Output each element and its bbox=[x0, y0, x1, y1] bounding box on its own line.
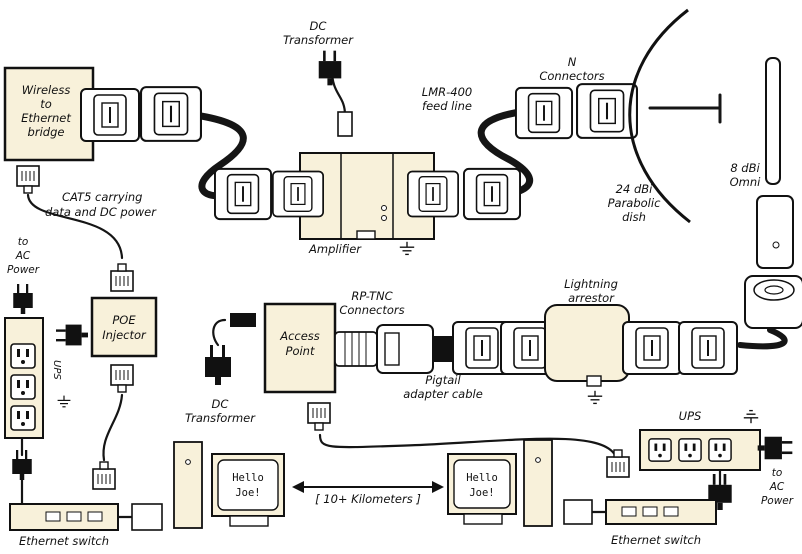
monitor-left-line-2: Joe! bbox=[235, 487, 260, 499]
dc-barrel-icon bbox=[337, 111, 353, 137]
rj45-icon bbox=[307, 401, 331, 432]
poe-injector: POE Injector bbox=[90, 296, 158, 358]
cat5-top bbox=[26, 193, 124, 260]
pigtail-cable-icon bbox=[376, 324, 454, 374]
rj45-icon bbox=[110, 364, 134, 393]
monitor-left-line-1: Hello bbox=[232, 472, 264, 484]
ac-right-label-2: AC bbox=[769, 481, 785, 493]
bridge-label-3: Ethernet bbox=[21, 111, 71, 125]
n-connector-icon bbox=[80, 88, 140, 142]
n-connector-icon bbox=[462, 167, 522, 221]
computer-right: Hello Joe! bbox=[447, 439, 593, 527]
bridge-label-4: bridge bbox=[28, 125, 65, 139]
outlet-icon bbox=[10, 405, 36, 431]
bridge-label-2: to bbox=[40, 97, 52, 111]
lmr-label-2: feed line bbox=[422, 99, 472, 113]
ac-plug-icon bbox=[757, 436, 793, 460]
ethernet-switch-right bbox=[605, 499, 717, 525]
outlet-icon bbox=[678, 438, 702, 462]
ground-icon bbox=[398, 240, 416, 256]
ac-left-label-1: to bbox=[18, 236, 29, 248]
ups-right-label: UPS bbox=[679, 409, 702, 423]
omni-label-1: 8 dBi bbox=[730, 161, 760, 175]
eth-switch-left-label: Ethernet switch bbox=[19, 534, 109, 548]
outlet-icon bbox=[10, 374, 36, 400]
dish-label-2: Parabolic bbox=[608, 196, 661, 210]
distance-arrow bbox=[292, 481, 444, 493]
dc-plug-icon bbox=[318, 50, 342, 86]
dc-cable-bottom bbox=[212, 318, 227, 347]
ground-icon bbox=[586, 389, 604, 405]
pigtail-label-1: Pigtail bbox=[425, 373, 461, 387]
rj45-icon bbox=[16, 165, 40, 194]
ethernet-switch-left bbox=[9, 503, 119, 531]
parabolic-dish-icon bbox=[628, 8, 691, 224]
poe-plug-icon bbox=[56, 324, 88, 346]
poe-label-1: POE bbox=[112, 313, 136, 327]
dc-bottom-label-2: Transformer bbox=[185, 411, 256, 425]
lightning-arrestor-icon bbox=[544, 304, 630, 387]
rp-tnc-connector-icon bbox=[334, 331, 378, 367]
lightning-label-2: arrestor bbox=[568, 291, 615, 305]
n-connector-icon bbox=[213, 167, 273, 221]
dish-label-3: dish bbox=[622, 210, 646, 224]
cat5-poe-bottom bbox=[102, 393, 124, 462]
rp-tnc-label-1: RP-TNC bbox=[351, 289, 392, 303]
bridge-label-1: Wireless bbox=[22, 83, 71, 97]
outlet-icon bbox=[708, 438, 732, 462]
cat5-label-2: data and DC power bbox=[45, 205, 157, 219]
n-connector-icon bbox=[575, 83, 639, 139]
pigtail-label-2: adapter cable bbox=[403, 387, 483, 401]
monitor-right-line-1: Hello bbox=[466, 472, 498, 484]
eth-switch-right-label: Ethernet switch bbox=[611, 533, 701, 547]
omni-cable bbox=[737, 327, 788, 350]
dc-top-label-1: DC bbox=[310, 19, 327, 33]
computer-left: Hello Joe! bbox=[131, 441, 285, 531]
rj45-icon bbox=[606, 449, 630, 478]
ap-label-2: Point bbox=[286, 344, 315, 358]
access-point: Access Point bbox=[263, 302, 337, 394]
n-connector-icon bbox=[514, 86, 574, 140]
wireless-bridge: Wireless to Ethernet bridge bbox=[3, 66, 95, 162]
omni-label-2: Omni bbox=[730, 175, 762, 189]
omni-antenna-icon bbox=[744, 57, 802, 329]
n-connector-icon bbox=[678, 321, 738, 375]
ap-label-1: Access bbox=[279, 329, 320, 343]
ups-left-label: UPS bbox=[51, 360, 62, 380]
rj45-icon bbox=[92, 461, 116, 490]
amplifier-label: Amplifier bbox=[308, 242, 362, 256]
n-connector-icon bbox=[140, 86, 202, 142]
dc-plug-icon bbox=[205, 345, 231, 385]
dish-label-1: 24 dBi bbox=[616, 182, 653, 196]
ac-plug-icon bbox=[13, 284, 33, 314]
ac-right-label-3: Power bbox=[761, 495, 794, 507]
distance-label: [ 10+ Kilometers ] bbox=[315, 492, 421, 506]
n-conn-label-1: N bbox=[568, 55, 577, 69]
n-conn-label-2: Connectors bbox=[539, 69, 604, 83]
cat5-label-1: CAT5 carrying bbox=[62, 190, 142, 204]
outlet-icon bbox=[10, 343, 36, 369]
feed-line-left bbox=[191, 111, 247, 200]
outlet-icon bbox=[648, 438, 672, 462]
monitor-right-line-2: Joe! bbox=[469, 487, 494, 499]
dc-bottom-label-1: DC bbox=[212, 397, 229, 411]
rp-tnc-label-2: Connectors bbox=[339, 303, 404, 317]
dish-mount bbox=[648, 93, 722, 124]
n-connector-icon bbox=[406, 170, 460, 218]
dc-barrel-icon bbox=[230, 313, 256, 327]
n-connector-icon bbox=[622, 321, 682, 375]
ground-icon bbox=[742, 409, 760, 425]
lmr-label-1: LMR-400 bbox=[422, 85, 472, 99]
n-connector-icon bbox=[271, 170, 325, 218]
lightning-label-1: Lightning bbox=[564, 277, 618, 291]
ac-left-label-3: Power bbox=[7, 264, 40, 276]
ac-right-label-1: to bbox=[772, 467, 783, 479]
ground-icon bbox=[56, 394, 72, 408]
ac-left-label-2: AC bbox=[15, 250, 31, 262]
ap-cable bbox=[318, 433, 617, 457]
rj45-icon bbox=[110, 262, 134, 293]
dc-top-label-2: Transformer bbox=[283, 33, 354, 47]
poe-label-2: Injector bbox=[102, 328, 147, 342]
